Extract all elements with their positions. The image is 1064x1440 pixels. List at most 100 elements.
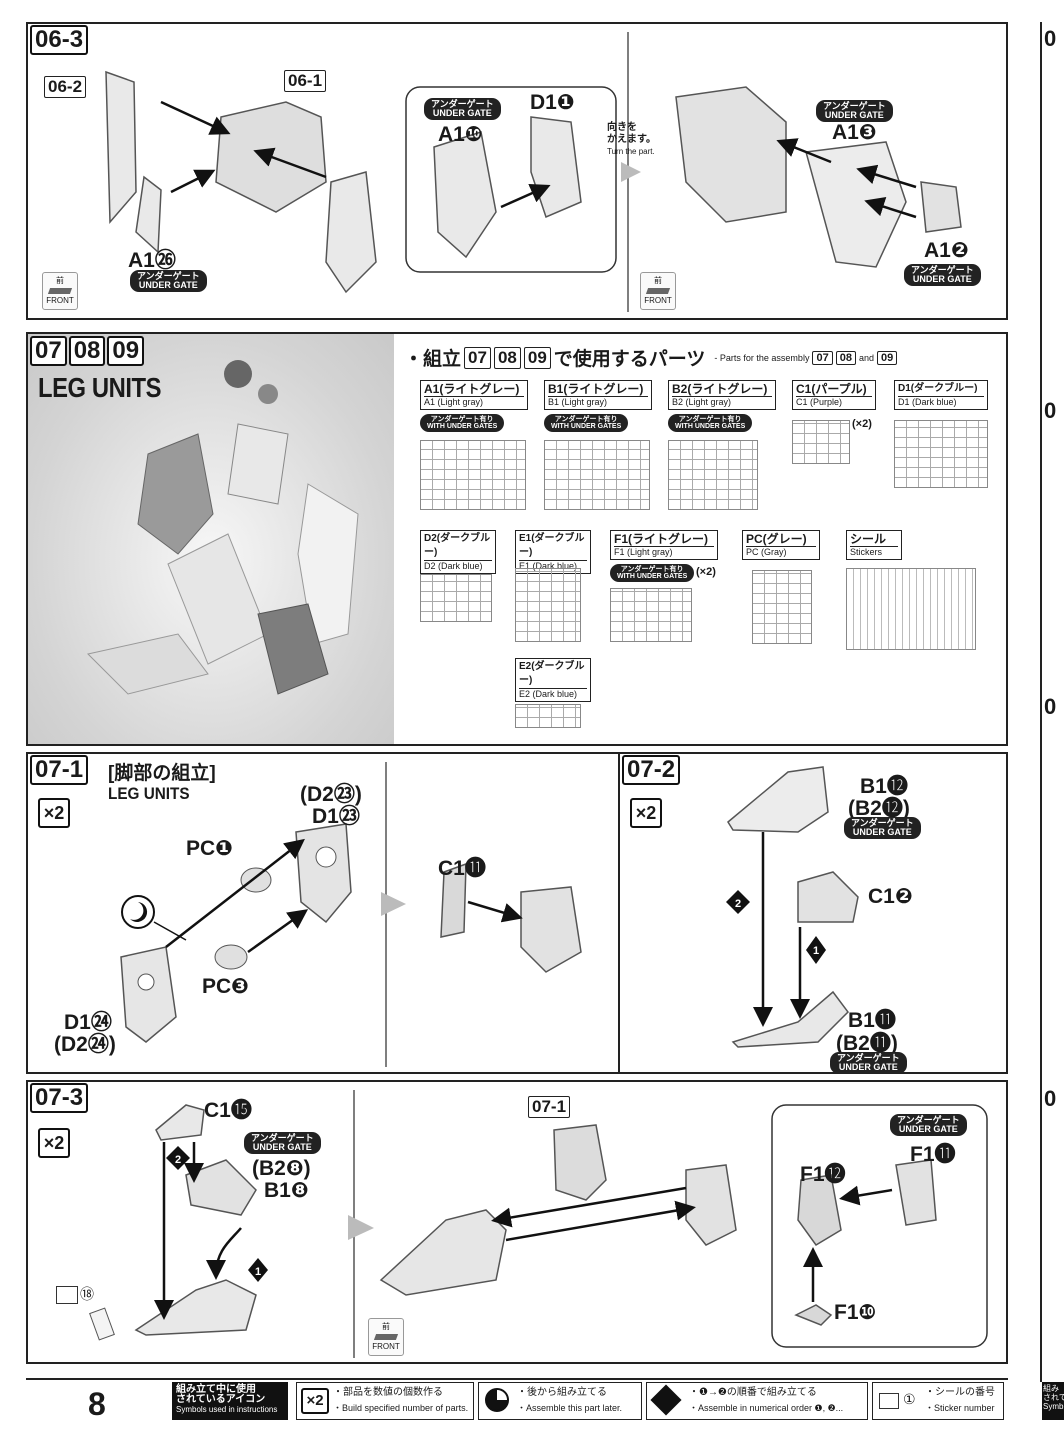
legend-title: 組み立て中に使用 されているアイコン Symbols used in instr… (172, 1382, 288, 1420)
parts-heading: ・組立 07 08 09 で使用するパーツ - Parts for the as… (404, 344, 898, 371)
front-arrow-icon (47, 288, 73, 294)
step-06-3-label: 06-3 (30, 25, 89, 55)
step-07-3-diagram: 2 1 (89, 1090, 988, 1358)
next-page-step-label: 0 (1044, 398, 1057, 423)
turn-part-note: 向きを かえます。 Turn the part. (607, 122, 656, 158)
runner-a1 (420, 440, 526, 510)
assemble-later-icon (485, 1388, 509, 1412)
label-a1-10: A1❿ (438, 123, 483, 146)
step-07-2-diagram: 2 1 (726, 766, 859, 1048)
step-07-1-label: 07-1 (30, 755, 89, 785)
label-b1-12: B1⓬ (860, 775, 908, 798)
runner-c1 (792, 420, 850, 464)
sticker-icon (56, 1286, 78, 1304)
part-card-header: D1(ダークブルー)D1 (Dark blue) (894, 380, 988, 410)
under-gate-badge: アンダーゲート UNDER GATE (830, 1052, 907, 1074)
sticker-number-icon: ① (903, 1391, 916, 1407)
legend-item-multiplier: ×2 ・部品を数値の個数作る ・Build specified number o… (296, 1382, 474, 1420)
label-d2-24: (D2㉔) (54, 1033, 116, 1056)
legend-item-text-en: ・Build specified number of parts. (333, 1403, 469, 1413)
ref-08: 08 (493, 346, 521, 369)
runner-pc (752, 570, 812, 644)
ref-07-1: 07-1 (528, 1096, 571, 1118)
label-pc-3: PC❸ (202, 975, 249, 998)
page-number: 8 (88, 1386, 106, 1422)
step-07-2-label: 07-2 (622, 755, 681, 785)
multiplier-x2-icon: ×2 (38, 798, 70, 828)
step-07-2-panel (618, 752, 1008, 1074)
part-card-d1: D1(ダークブルー)D1 (Dark blue) (894, 380, 988, 488)
sticker-sheet (846, 568, 976, 650)
label-b2-12: (B2⓬) (848, 797, 910, 820)
label-f1-11: F1⓫ (910, 1143, 956, 1166)
turn-part-en: Turn the part. (607, 147, 655, 156)
part-card-header: A1(ライトグレー)A1 (Light gray) (420, 380, 528, 410)
svg-text:2: 2 (175, 1154, 181, 1166)
under-gate-badge: アンダーゲート UNDER GATE (424, 98, 501, 120)
front-en: FRONT (644, 296, 672, 305)
parts-heading-suffix: で使用するパーツ (553, 349, 706, 370)
ref-08-small: 08 (835, 350, 856, 365)
front-arrow-icon (645, 288, 671, 294)
label-b1-11: B1⓫ (848, 1009, 896, 1032)
ref-06-2: 06-2 (44, 76, 87, 98)
part-card-header: E1(ダークブルー)E1 (Dark blue) (515, 530, 591, 574)
ref-06-1: 06-1 (284, 70, 327, 92)
part-card-header: PC(グレー)PC (Gray) (742, 530, 820, 560)
ref-07-small: 07 (812, 350, 833, 365)
step-06-3-diagram (105, 32, 962, 312)
multiplier-x2-icon: ×2 (301, 1388, 329, 1414)
front-jp: 前 (56, 276, 64, 285)
front-jp: 前 (654, 276, 662, 285)
svg-text:1: 1 (813, 945, 819, 957)
label-f1-10: F1❿ (834, 1301, 877, 1324)
step-07-label: 07 (30, 336, 67, 366)
under-gate-badge: アンダーゲート UNDER GATE (816, 100, 893, 122)
part-card-d2: D2(ダークブルー)D2 (Dark blue) (420, 530, 496, 622)
front-arrow-icon (373, 1334, 399, 1340)
next-page-step-label: 0 (1044, 1086, 1057, 1111)
svg-text:2: 2 (735, 898, 741, 910)
front-indicator: 前 FRONT (368, 1318, 404, 1356)
step-07-1-title-en: LEG UNITS (108, 784, 190, 803)
part-card-f1: F1(ライトグレー)F1 (Light gray) アンダーゲート有り WITH… (610, 530, 718, 642)
step-07-1-title-jp: [脚部の組立] (108, 763, 216, 784)
label-d1-1: D1❶ (530, 91, 575, 114)
part-card-header: D2(ダークブルー)D2 (Dark blue) (420, 530, 496, 574)
next-page-edge (1040, 22, 1064, 1382)
section-step-labels: 07 08 09 (30, 336, 145, 366)
turn-part-jp: 向きを かえます。 (607, 122, 656, 145)
label-c1-11: C1⓫ (438, 857, 486, 880)
front-indicator: 前 FRONT (42, 272, 78, 310)
parts-heading-en: - Parts for the assembly (714, 352, 810, 363)
runner-e1 (515, 568, 581, 642)
ref-09: 09 (523, 346, 551, 369)
runner-d1 (894, 420, 988, 488)
part-card-e2: E2(ダークブルー)E2 (Dark blue) (515, 658, 591, 728)
next-page-step-label: 0 (1044, 694, 1057, 719)
next-page-step-label: 0 (1044, 26, 1057, 51)
step-07-3-panel (26, 1080, 1008, 1364)
parts-heading-prefix: ・組立 (404, 349, 462, 370)
legend-item-assemble-later: ・後から組み立てる ・Assemble this part later. (478, 1382, 642, 1420)
runner-e2 (515, 704, 581, 728)
part-card-header: C1(パープル)C1 (Purple) (792, 380, 876, 410)
label-c1-15: C1⓯ (204, 1099, 252, 1122)
leg-units-title: LEG UNITS (38, 372, 162, 403)
step-07-1-diagram (120, 762, 582, 1067)
with-under-gates-badge: アンダーゲート有り WITH UNDER GATES (668, 414, 753, 432)
legend-title-en: Symbols used in instructions (176, 1405, 278, 1414)
part-card-header: E2(ダークブルー)E2 (Dark blue) (515, 658, 591, 702)
under-gate-badge: アンダーゲート UNDER GATE (904, 264, 981, 286)
part-card-pc: PC(グレー)PC (Gray) (742, 530, 820, 644)
legend-item-text-en: ・Assemble this part later. (517, 1403, 623, 1413)
parts-heading-and: and (858, 352, 874, 363)
front-en: FRONT (46, 296, 74, 305)
legend-item-text-en: ・Sticker number (925, 1403, 995, 1413)
label-b2-8: (B2❽) (252, 1157, 311, 1180)
step-06-3-panel (26, 22, 1008, 320)
runner-b1 (544, 440, 650, 510)
label-c1-2: C1❷ (868, 885, 913, 908)
legend-item-text-en: ・Assemble in numerical order ❶, ❷... (689, 1403, 844, 1413)
